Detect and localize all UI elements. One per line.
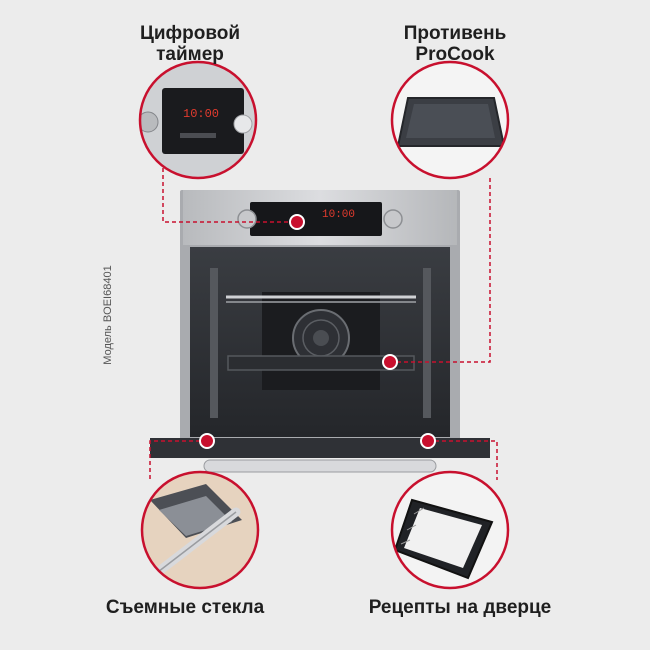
- label-baking-tray-line1: Противень: [403, 23, 507, 44]
- callout-connectors: [149, 168, 498, 480]
- door-handle: [203, 459, 437, 473]
- label-digital-timer-line2: таймер: [156, 43, 224, 65]
- zoom-baking-tray: [390, 60, 510, 180]
- connector-glass: [149, 440, 207, 480]
- left-rail: [210, 268, 218, 418]
- hotspot-recipes[interactable]: [420, 433, 436, 449]
- fan-hub: [313, 330, 329, 346]
- label-digital-timer: Цифровой таймер: [120, 23, 260, 65]
- connector-timer: [162, 168, 290, 223]
- hotspots: [199, 214, 436, 449]
- hotspot-glass[interactable]: [199, 433, 215, 449]
- right-knob: [383, 209, 403, 229]
- model-label: Модель BOEI68401: [102, 265, 114, 365]
- hotspot-tray[interactable]: [382, 354, 398, 370]
- label-removable-glass-text: Съемные стекла: [105, 597, 265, 618]
- label-removable-glass: Съемные стекла: [80, 597, 290, 619]
- zoom-door-recipes: [390, 470, 510, 590]
- left-knob: [237, 209, 257, 229]
- label-digital-timer-line1: Цифровой: [139, 23, 241, 44]
- connector-recipes: [428, 440, 498, 480]
- tray-in-oven: [227, 355, 415, 371]
- right-rail: [423, 268, 431, 418]
- hotspot-timer[interactable]: [289, 214, 305, 230]
- label-baking-tray-line2: ProCook: [415, 43, 495, 65]
- oven-body: 10:00: [150, 190, 490, 473]
- oven-door-edge: [150, 438, 490, 458]
- label-door-recipes-text: Рецепты на дверце: [368, 597, 552, 618]
- zoom-digital-timer: 10:00: [138, 60, 258, 180]
- display-panel: [250, 202, 382, 236]
- zoom-display-clock: 10:00: [183, 107, 219, 121]
- zoom-removable-glass: [140, 470, 260, 590]
- connector-tray: [394, 178, 491, 363]
- display-clock: 10:00: [322, 209, 355, 221]
- label-door-recipes: Рецепты на дверце: [355, 597, 565, 619]
- label-baking-tray: Противень ProCook: [385, 23, 525, 65]
